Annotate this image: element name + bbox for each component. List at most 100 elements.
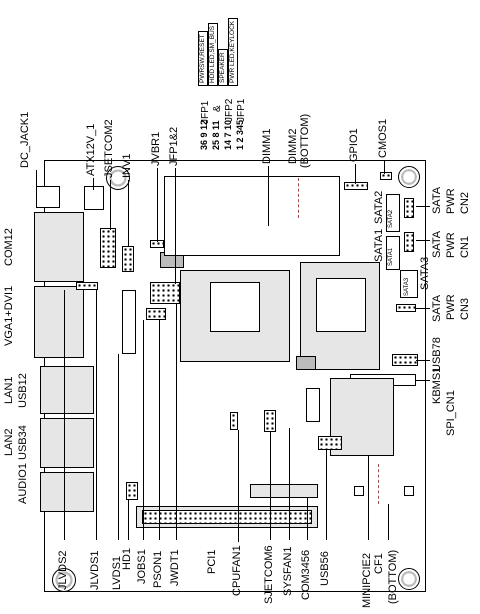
label-sata2-pin: SATA2 bbox=[388, 209, 394, 228]
leader-jsetcom2 bbox=[110, 180, 111, 230]
jfp-pin-legend: PWRSW,RESET HDD LED,SM_BUS SPEAKER PWR L… bbox=[198, 4, 242, 90]
legend-item-pwrsw: PWRSW,RESET bbox=[198, 31, 208, 86]
label-sata-cn1-pwr: PWR bbox=[445, 232, 457, 258]
label-usb56: USB56 bbox=[319, 551, 331, 586]
sata-pwr-cn3 bbox=[396, 304, 416, 312]
label-usb34: USB34 bbox=[17, 425, 29, 460]
minipcie-latch-2 bbox=[404, 486, 414, 496]
legend-item-hddled: HDD LED,SM_BUS bbox=[208, 22, 218, 86]
cpufan1-header bbox=[230, 412, 238, 430]
label-sata-cn2-pwr: PWR bbox=[445, 188, 457, 214]
label-spi-cn1: SPI_CN1 bbox=[445, 390, 457, 436]
jfp-row-3: 14 7 10 bbox=[223, 119, 233, 150]
label-pci1: PCI1 bbox=[206, 549, 218, 574]
label-cf1: CF1 bbox=[373, 553, 385, 574]
label-sata3-pin: SATA3 bbox=[404, 277, 410, 296]
label-dc-jack1: DC_JACK1 bbox=[19, 111, 31, 168]
label-atx12v: ATX12V_1 bbox=[85, 123, 97, 176]
jfp-label-jfp1: JFP1 bbox=[200, 100, 211, 124]
atx12v-connector bbox=[84, 186, 104, 210]
label-dimm1: DIMM1 bbox=[261, 128, 273, 164]
leader-cmos1 bbox=[384, 160, 385, 174]
leader-minipcie2 bbox=[368, 456, 369, 540]
label-hd1: HD1 bbox=[121, 547, 133, 570]
leader-hd1 bbox=[128, 500, 129, 540]
audio1-connector bbox=[40, 472, 94, 512]
label-sata2: SATA2 bbox=[373, 190, 385, 224]
label-lan2: LAN2 bbox=[3, 428, 15, 456]
jlvds-header bbox=[76, 282, 98, 290]
cf1-bottom-marker bbox=[378, 464, 379, 504]
label-audio1: AUDIO1 bbox=[17, 463, 29, 504]
leader-cpufan1 bbox=[238, 430, 239, 542]
leader-sata-cn2 bbox=[416, 206, 430, 207]
leader-usb56 bbox=[326, 450, 327, 540]
gpio1-header bbox=[344, 182, 368, 190]
label-sata-cn2-cn: CN2 bbox=[459, 191, 471, 214]
leader-pson1 bbox=[159, 320, 160, 540]
dc-jack-connector bbox=[36, 186, 60, 208]
label-sjetcom6: SJETCOM6 bbox=[263, 545, 275, 604]
legend-item-pwrled: PWR LED,KEYLOCK bbox=[228, 17, 238, 86]
label-gpio1: GPIO1 bbox=[348, 128, 360, 162]
leader-dc-jack bbox=[36, 170, 37, 190]
label-jwdt1: JWDT1 bbox=[169, 549, 181, 586]
label-lan1: LAN1 bbox=[3, 376, 15, 404]
label-jvbr1: JVBR1 bbox=[150, 131, 162, 166]
jsetcom2-header bbox=[100, 228, 116, 268]
jfp-row-4: 1 2 345 bbox=[235, 119, 245, 150]
leader-sata-cn3 bbox=[416, 308, 430, 309]
leader-jwdt1 bbox=[176, 304, 177, 540]
label-usb12: USB12 bbox=[17, 373, 29, 408]
label-sata1-pin: SATA1 bbox=[388, 247, 394, 266]
dimm-area bbox=[164, 176, 340, 256]
spi-cn1-header bbox=[306, 388, 320, 422]
leader-jvbr1 bbox=[157, 168, 158, 242]
jobs-header bbox=[126, 482, 138, 500]
lan1-usb12-connector bbox=[40, 366, 94, 414]
label-jobs1: JOBS1 bbox=[136, 549, 148, 584]
label-inv1: INV1 bbox=[121, 153, 133, 178]
leader-jfp12 bbox=[175, 168, 176, 284]
label-sata1: SATA1 bbox=[373, 228, 385, 262]
label-sysfan1: SYSFAN1 bbox=[282, 546, 294, 596]
label-com12: COM12 bbox=[3, 228, 15, 266]
label-jsetcom2: JSETCOM2 bbox=[103, 119, 115, 178]
sata-pwr-cn2 bbox=[404, 198, 414, 218]
dimm2-bottom-marker bbox=[298, 178, 299, 218]
jfp-label-jfp1b: JFP1 bbox=[236, 98, 247, 122]
leader-kbms1 bbox=[416, 380, 430, 381]
label-cf1-bottom: (BOTTOM) bbox=[387, 549, 399, 604]
leader-sjetcom6 bbox=[270, 432, 271, 540]
leader-jlvds2 bbox=[64, 290, 65, 540]
leader-com3456 bbox=[307, 498, 308, 540]
label-dimm2: DIMM2 bbox=[287, 128, 299, 164]
sata-pwr-cn1 bbox=[404, 232, 414, 252]
leader-sysfan1 bbox=[289, 428, 290, 540]
label-sata-cn3-cn: CN3 bbox=[459, 297, 471, 320]
leader-sata-cn1 bbox=[416, 240, 430, 241]
label-vga-dvi: VGA1+DVI1 bbox=[3, 285, 15, 346]
sjetcom6-header bbox=[264, 410, 276, 432]
mounting-hole-bottom-right bbox=[398, 568, 420, 590]
leader-cf1 bbox=[388, 504, 389, 540]
legend-item-speaker: SPEAKER bbox=[218, 49, 228, 86]
leader-jobs1 bbox=[143, 320, 144, 540]
label-sata-cn3-sata: SATA bbox=[431, 294, 443, 322]
label-com3456: COM3456 bbox=[300, 549, 312, 600]
chipset-inner bbox=[316, 278, 366, 332]
pci1-pins bbox=[142, 510, 312, 524]
hd1-header bbox=[146, 308, 166, 320]
label-sata-cn2-sata: SATA bbox=[431, 186, 443, 214]
leader-gpio1 bbox=[355, 164, 356, 184]
com12-connector bbox=[34, 212, 84, 282]
lan2-usb34-connector bbox=[40, 418, 94, 468]
label-sata-cn1-cn: CN1 bbox=[459, 235, 471, 258]
jfp-row-2: 25 8 11 bbox=[211, 120, 221, 150]
lvds1-connector bbox=[122, 290, 136, 354]
inv1-header bbox=[122, 246, 134, 272]
jfp-row-1: 36 9 12 bbox=[199, 119, 209, 150]
com3456-connector bbox=[250, 484, 318, 498]
usb56-header bbox=[318, 436, 342, 450]
usb78-header bbox=[392, 354, 418, 366]
